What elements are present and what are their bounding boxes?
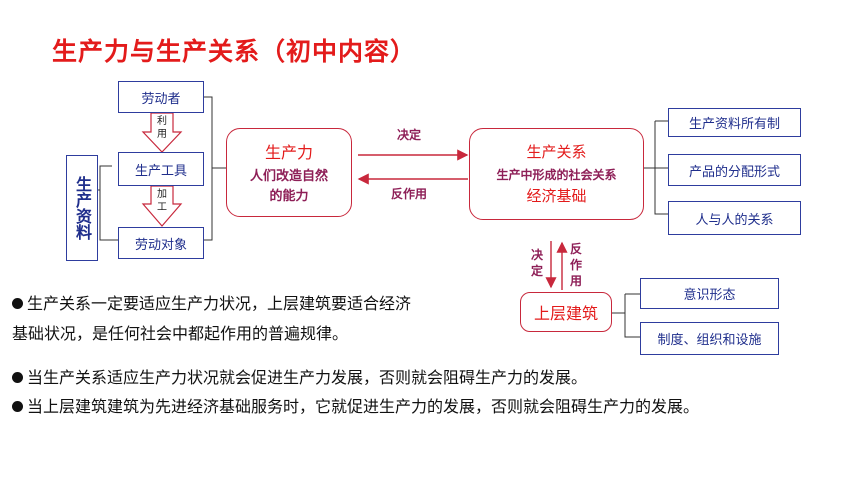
productivity-line2: 的能力 xyxy=(269,188,309,204)
productivity-bracket xyxy=(204,96,213,241)
process-arrow-shape xyxy=(141,185,183,227)
means-of-production-box: 生产资料 xyxy=(66,155,98,261)
relation-item-distribution: 产品的分配形式 xyxy=(668,154,801,186)
react-vertical-label: 反作用 xyxy=(569,242,582,288)
decide-label: 决定 xyxy=(397,128,422,142)
bullet-icon xyxy=(12,401,23,412)
paragraph-1-line2: 基础状况，是任何社会中都起作用的普遍规律。 xyxy=(12,324,349,343)
decide-vertical-label: 决定 xyxy=(530,248,543,278)
superstructure-item-institutions: 制度、组织和设施 xyxy=(640,322,779,355)
superstructure-title: 上层建筑 xyxy=(533,304,598,323)
superstructure-bracket xyxy=(624,293,640,338)
use-arrow-shape xyxy=(141,112,183,153)
bullet-icon xyxy=(12,298,23,309)
object-box: 劳动对象 xyxy=(118,227,204,259)
relation-item-ownership: 生产资料所有制 xyxy=(668,108,801,137)
relations-title: 生产关系 xyxy=(526,143,587,161)
productivity-line1: 人们改造自然 xyxy=(249,168,328,184)
relation-item-label: 产品的分配形式 xyxy=(688,164,780,180)
relations-box: 生产关系 生产中形成的社会关系 经济基础 xyxy=(469,128,644,220)
react-label: 反作用 xyxy=(391,187,428,201)
laborer-box: 劳动者 xyxy=(118,81,204,113)
process-arrow-label: 加工 xyxy=(157,189,167,213)
use-arrow-label: 利用 xyxy=(157,116,167,140)
relation-item-label: 生产资料所有制 xyxy=(688,117,780,132)
bullet-icon xyxy=(12,372,23,383)
superstructure-item-label: 制度、组织和设施 xyxy=(657,333,762,348)
relations-bracket xyxy=(654,120,668,215)
tool-label: 生产工具 xyxy=(134,163,187,179)
means-bracket xyxy=(99,165,118,241)
relations-line2: 经济基础 xyxy=(526,187,587,205)
superstructure-item-ideology: 意识形态 xyxy=(640,278,779,309)
superstructure-item-label: 意识形态 xyxy=(683,288,736,303)
means-side-label: 生产资料 xyxy=(73,176,92,240)
productivity-box: 生产力 人们改造自然 的能力 xyxy=(226,128,352,217)
productivity-title: 生产力 xyxy=(264,142,313,162)
paragraph-1-text: 生产关系一定要适应生产力状况，上层建筑要适合经济 xyxy=(27,294,412,313)
paragraph-2-text: 当生产关系适应生产力状况就会促进生产力发展，否则就会阻碍生产力的发展。 xyxy=(27,368,588,387)
tool-box: 生产工具 xyxy=(118,152,204,186)
relations-line1: 生产中形成的社会关系 xyxy=(496,168,617,182)
relation-item-label: 人与人的关系 xyxy=(695,212,774,228)
superstructure-box: 上层建筑 xyxy=(520,292,612,332)
paragraph-3: 当上层建筑建筑为先进经济基础服务时，它就促进生产力的发展，否则就会阻碍生产力的发… xyxy=(12,393,699,417)
page-title: 生产力与生产关系（初中内容） xyxy=(52,37,417,66)
laborer-label: 劳动者 xyxy=(141,91,181,107)
object-label: 劳动对象 xyxy=(134,237,187,253)
paragraph-3-text: 当上层建筑建筑为先进经济基础服务时，它就促进生产力的发展，否则就会阻碍生产力的发… xyxy=(27,397,700,416)
paragraph-2: 当生产关系适应生产力状况就会促进生产力发展，否则就会阻碍生产力的发展。 xyxy=(12,364,587,388)
relation-item-people: 人与人的关系 xyxy=(668,201,801,235)
paragraph-1-line1: 生产关系一定要适应生产力状况，上层建筑要适合经济 xyxy=(12,290,411,314)
